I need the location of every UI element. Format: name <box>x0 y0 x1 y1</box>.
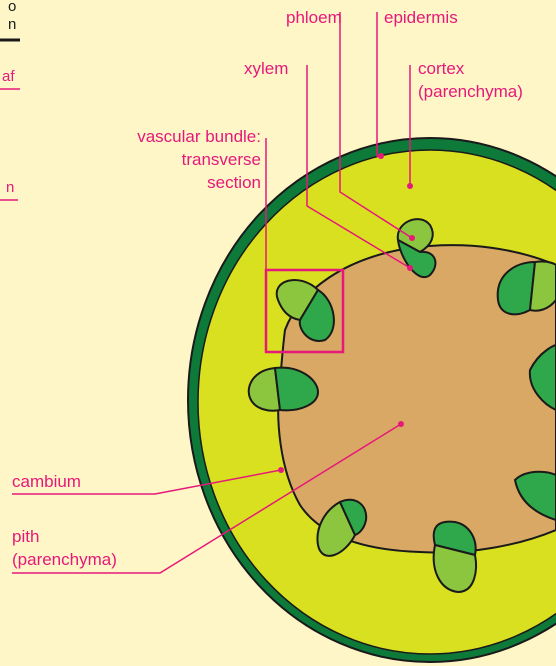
cambium-pointer-dot <box>278 467 284 473</box>
cortex-label: cortex <box>418 59 464 79</box>
pith-pointer-dot <box>398 421 404 427</box>
fragment-text: af <box>2 68 15 86</box>
vascular-bundle-label-line2: transverse <box>100 150 261 170</box>
xylem-label: xylem <box>244 59 288 79</box>
xylem-pointer-dot <box>407 265 413 271</box>
phloem-pointer-dot <box>409 235 415 241</box>
pith-label: pith <box>12 527 39 547</box>
pith-sublabel: (parenchyma) <box>12 550 117 570</box>
fragment-text: o <box>8 0 16 16</box>
vascular-bundle <box>434 522 476 592</box>
vascular-bundle-label-line3: section <box>100 173 261 193</box>
fragment-text: n <box>8 16 16 34</box>
fragment-text: n <box>6 179 14 197</box>
vascular-bundle-label-line1: vascular bundle: <box>100 127 261 147</box>
cortex-pointer-dot <box>407 183 413 189</box>
epidermis-leader-line <box>377 12 381 156</box>
cambium-label: cambium <box>12 472 81 492</box>
epidermis-label: epidermis <box>384 8 458 28</box>
cortex-sublabel: (parenchyma) <box>418 82 523 102</box>
phloem-label: phloem <box>286 8 342 28</box>
epidermis-pointer-dot <box>378 153 384 159</box>
